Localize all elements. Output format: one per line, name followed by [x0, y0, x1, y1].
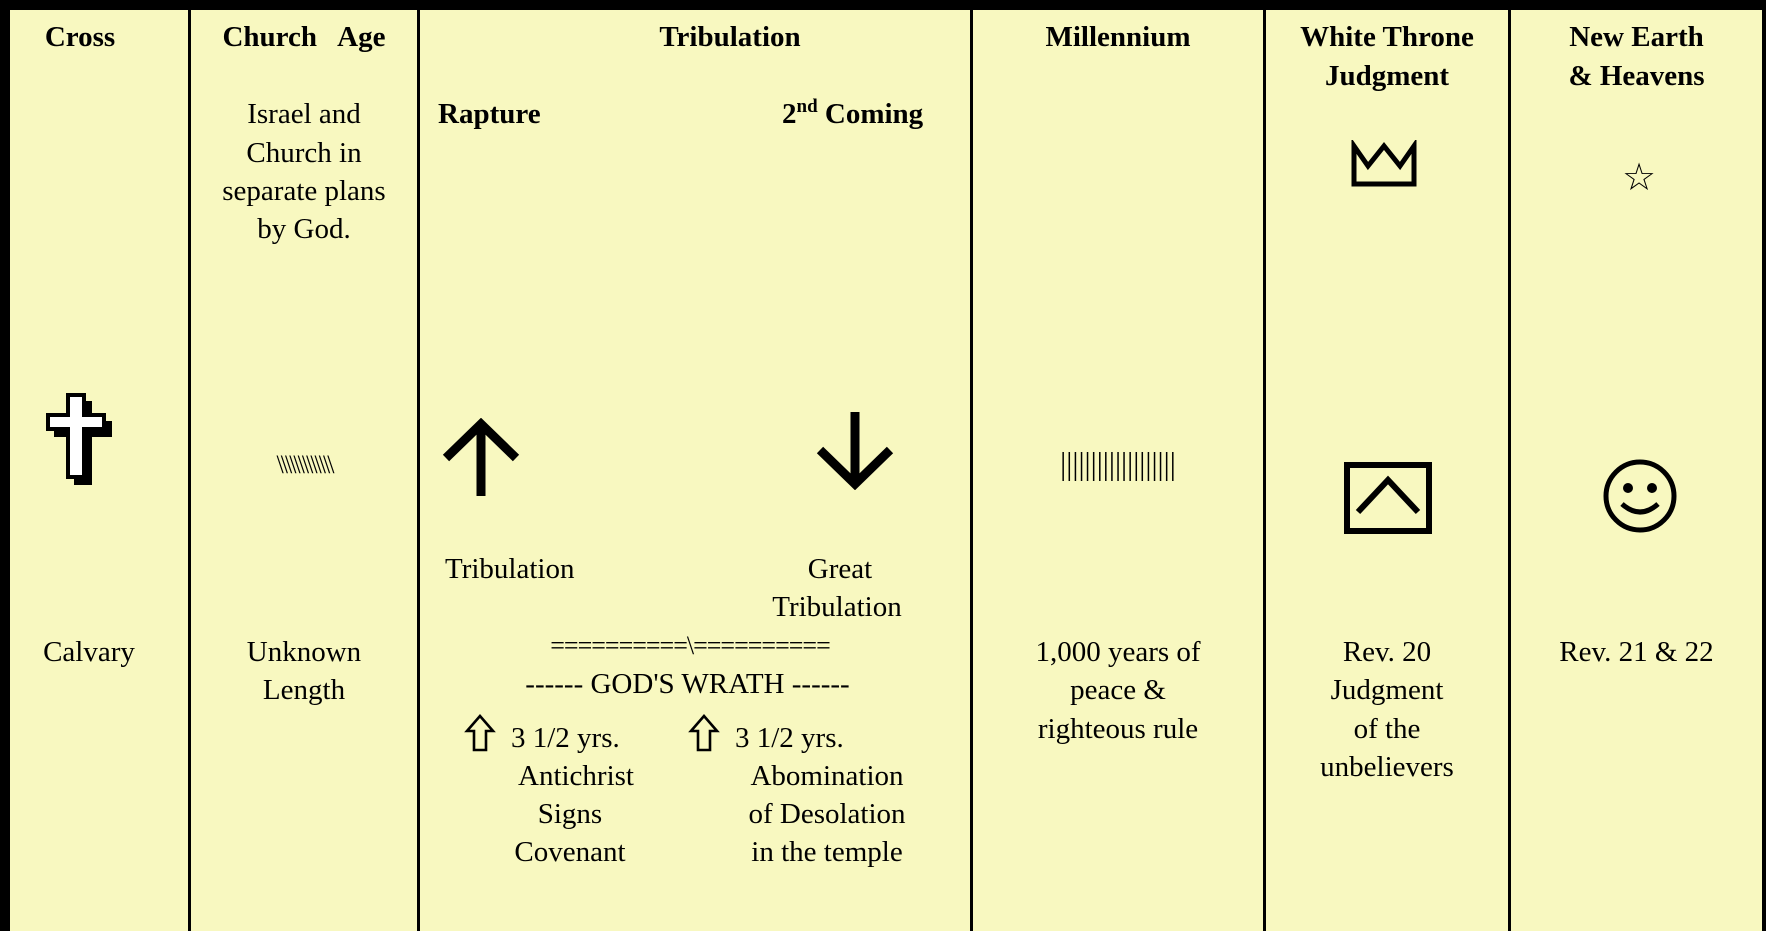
millennium-desc-line3: righteous rule — [1037, 713, 1199, 745]
left-desc-line2: Signs — [537, 798, 603, 830]
header-cross: Cross — [44, 21, 116, 53]
divider-1 — [188, 0, 191, 931]
calvary-label: Calvary — [43, 636, 135, 668]
church-age-desc-line3: separate plans — [222, 175, 386, 207]
header-church-age: Church Age — [222, 21, 386, 53]
new-earth-ref: Rev. 21 & 22 — [1559, 636, 1714, 668]
open-arrow-up-icon — [688, 714, 720, 752]
great-tribulation-line1: Great — [807, 553, 873, 585]
second-coming-label: 2nd Coming — [782, 96, 924, 130]
tribulation-up-label: Tribulation — [445, 553, 575, 585]
divider-4 — [1263, 0, 1266, 931]
divider-2 — [417, 0, 420, 931]
church-age-desc-line2: Church in — [246, 137, 362, 169]
header-new-earth-line2: & Heavens — [1568, 60, 1705, 92]
throne-box-icon — [1344, 462, 1432, 534]
right-desc-line1: Abomination — [750, 760, 904, 792]
great-tribulation-line2: Tribulation — [772, 591, 902, 623]
cross-icon — [46, 393, 112, 485]
church-age-marks: \\\\\\\\\\\\\ — [276, 450, 335, 479]
header-white-throne-line2: Judgment — [1324, 60, 1450, 92]
left-desc-line1: Antichrist — [518, 760, 634, 792]
white-throne-desc-line3: unbelievers — [1320, 751, 1454, 783]
church-age-desc-line4: by God. — [257, 213, 351, 245]
arrow-down-icon — [816, 412, 894, 490]
gods-wrath-label: ------ GOD'S WRATH ------ — [525, 668, 850, 700]
millennium-desc-line2: peace & — [1070, 674, 1166, 706]
white-throne-desc-line1: Judgment — [1330, 674, 1444, 706]
header-tribulation: Tribulation — [659, 21, 801, 53]
top-border — [0, 0, 1766, 10]
right-border — [1762, 0, 1766, 931]
divider-3 — [970, 0, 973, 931]
header-millennium: Millennium — [1045, 21, 1191, 53]
left-desc-line3: Covenant — [514, 836, 626, 868]
white-throne-desc-line2: of the — [1353, 713, 1421, 745]
star-icon: ☆ — [1621, 155, 1657, 199]
crown-icon — [1351, 140, 1417, 187]
header-new-earth-line1: New Earth — [1569, 21, 1704, 53]
millennium-marks: ||||||||||||||||||| — [1060, 445, 1176, 481]
divider-5 — [1508, 0, 1511, 931]
header-white-throne-line1: White Throne — [1300, 21, 1474, 53]
church-age-length-line2: Length — [262, 674, 346, 706]
right-desc-line2: of Desolation — [748, 798, 906, 830]
left-years-label: 3 1/2 yrs. — [511, 722, 620, 754]
open-arrow-up-icon — [464, 714, 496, 752]
smiley-icon — [1603, 459, 1677, 533]
church-age-length-line1: Unknown — [246, 636, 362, 668]
church-age-desc-line1: Israel and — [247, 98, 361, 130]
wrath-divider: ==========\========== — [550, 631, 831, 660]
right-years-label: 3 1/2 yrs. — [735, 722, 844, 754]
millennium-desc-line1: 1,000 years of — [1035, 636, 1201, 668]
white-throne-ref: Rev. 20 — [1342, 636, 1432, 668]
rapture-label: Rapture — [438, 98, 541, 130]
left-border — [0, 0, 10, 931]
arrow-up-icon — [442, 418, 520, 496]
right-desc-line3: in the temple — [751, 836, 903, 868]
